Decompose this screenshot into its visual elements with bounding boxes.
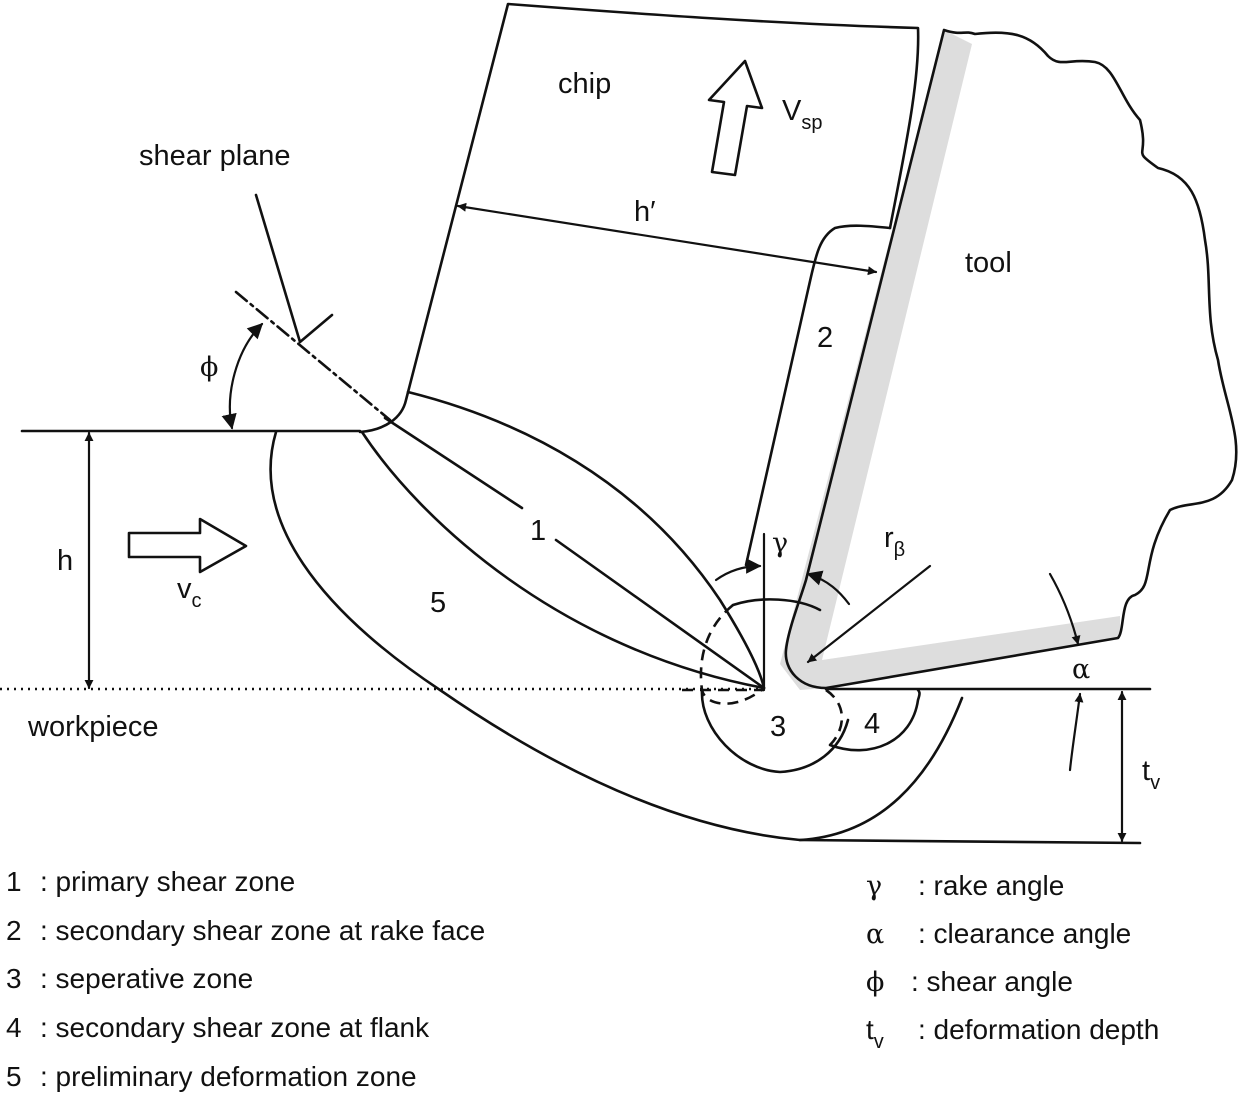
alpha-arrow — [1048, 572, 1081, 646]
label-h-prime: h′ — [634, 196, 656, 228]
svg-text:tv: tv — [866, 1014, 884, 1053]
zone-label-1: 1 — [530, 515, 546, 547]
svg-text:α: α — [866, 919, 884, 950]
legend-item: ϕ : shear angle — [866, 966, 1073, 998]
legend-item: 2 : secondary shear zone at rake face — [6, 915, 485, 946]
zone-4-solid — [828, 688, 921, 752]
label-chip: chip — [558, 68, 611, 100]
svg-text:1: 1 — [6, 866, 22, 897]
label-r-beta: rβ — [884, 522, 905, 561]
svg-text:: secondary shear zone at rake: : secondary shear zone at rake face — [40, 915, 485, 946]
zone-1-outline — [406, 390, 766, 690]
legend-item: tv : deformation depth — [866, 1014, 1159, 1053]
svg-text:: preliminary deformation zone: : preliminary deformation zone — [40, 1061, 417, 1092]
svg-text:: seperative zone: : seperative zone — [40, 963, 253, 994]
tv-alpha-arrow — [1068, 692, 1084, 772]
shear-plane-leader — [254, 193, 334, 344]
tool-clearance-band — [780, 30, 1120, 690]
legend-item: α : clearance angle — [866, 918, 1131, 950]
label-vsp: Vsp — [782, 95, 822, 134]
zone-1-shear-line — [383, 416, 766, 690]
svg-text:4: 4 — [6, 1012, 22, 1043]
svg-text:5: 5 — [6, 1061, 22, 1092]
svg-text:γ: γ — [866, 871, 882, 902]
label-alpha: α — [1072, 654, 1090, 685]
label-tv: tv — [1142, 755, 1160, 794]
svg-text:: primary shear zone: : primary shear zone — [40, 866, 295, 897]
vsp-arrow — [707, 59, 764, 177]
zone-4-dashed — [825, 688, 844, 746]
svg-text:: secondary shear zone at flan: : secondary shear zone at flank — [40, 1012, 430, 1043]
zone-1-lower — [360, 430, 766, 690]
zone-label-4: 4 — [864, 708, 880, 740]
vc-arrow — [127, 517, 248, 574]
legend-left: 1 : primary shear zone 2 : secondary shear… — [6, 866, 485, 1092]
r-beta-leader — [806, 564, 932, 664]
label-workpiece: workpiece — [27, 711, 159, 743]
legend-item: γ : rake angle — [866, 870, 1064, 902]
legend-item: 1 : primary shear zone — [6, 866, 295, 897]
legend-item: 3 : seperative zone — [6, 963, 253, 994]
chip-outline — [358, 2, 920, 434]
svg-text:ϕ: ϕ — [866, 967, 884, 998]
shear-plane-line — [234, 290, 392, 422]
label-vc: vc — [177, 573, 202, 612]
phi-arc — [221, 322, 264, 430]
zone-label-2: 2 — [817, 322, 833, 354]
svg-text:3: 3 — [6, 963, 22, 994]
label-tool: tool — [965, 247, 1012, 279]
gamma-arc — [714, 558, 762, 582]
zone-5-inner — [798, 838, 1142, 845]
h-prime-dimension-arrow — [456, 202, 878, 276]
legend-item: 4 : secondary shear zone at flank — [6, 1012, 430, 1043]
svg-text:: deformation depth: : deformation depth — [918, 1014, 1159, 1045]
gamma-arc-right — [806, 570, 851, 606]
label-shear-plane: shear plane — [139, 140, 291, 172]
label-gamma: γ — [772, 528, 788, 559]
tool-outline — [784, 28, 1238, 690]
svg-text:: rake angle: : rake angle — [918, 870, 1064, 901]
label-phi: ϕ — [200, 352, 218, 383]
tool — [780, 28, 1238, 690]
legend-right: γ : rake angle α : clearance angle ϕ : shea… — [866, 870, 1159, 1053]
chip — [20, 2, 920, 434]
svg-text:: shear angle: : shear angle — [911, 966, 1073, 997]
zone-label-3: 3 — [770, 711, 786, 743]
svg-text:2: 2 — [6, 915, 22, 946]
legend-item: 5 : preliminary deformation zone — [6, 1061, 417, 1092]
zone-5-outline — [269, 430, 964, 842]
zone-label-5: 5 — [430, 587, 446, 619]
svg-text:: clearance angle: : clearance angle — [918, 918, 1131, 949]
label-h: h — [57, 545, 73, 577]
